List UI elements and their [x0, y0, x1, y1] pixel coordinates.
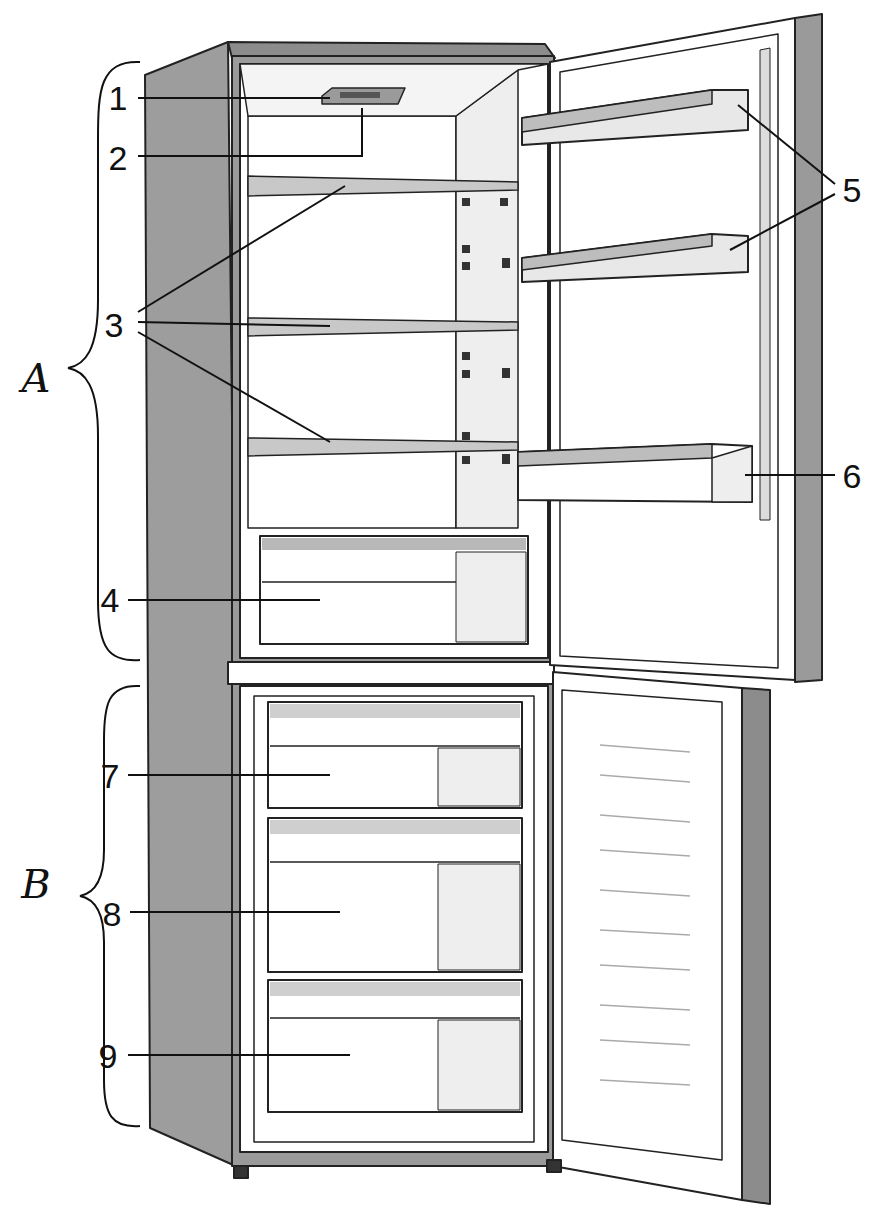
cabinet-side: [145, 42, 240, 1168]
crisper-drawer: [260, 536, 528, 644]
freezer-door: [553, 672, 770, 1204]
side-wall: [456, 70, 518, 528]
light-unit: [322, 88, 405, 104]
callout-number: 3: [105, 308, 124, 342]
group-brackets: [68, 62, 140, 1126]
glass-shelves: [248, 176, 518, 456]
callout-number: 2: [109, 141, 128, 175]
fridge-door: [518, 14, 822, 682]
group-letter: B: [21, 864, 50, 904]
callout-number: 7: [101, 759, 120, 793]
cabinet-front: [232, 56, 554, 1166]
ceiling: [240, 64, 548, 116]
callout-number: 1: [109, 81, 128, 115]
fridge-liner: [240, 64, 548, 658]
callout-number: 8: [103, 897, 122, 931]
callout-number: 6: [843, 459, 862, 493]
leader-lines: [128, 98, 835, 1055]
callout-number: 9: [99, 1039, 118, 1073]
divider: [228, 662, 554, 684]
freezer-drawers: [268, 702, 522, 1112]
callout-number: 5: [843, 173, 862, 207]
callout-number: 4: [101, 583, 120, 617]
freezer-liner: [240, 686, 548, 1152]
group-letter: A: [22, 358, 51, 398]
